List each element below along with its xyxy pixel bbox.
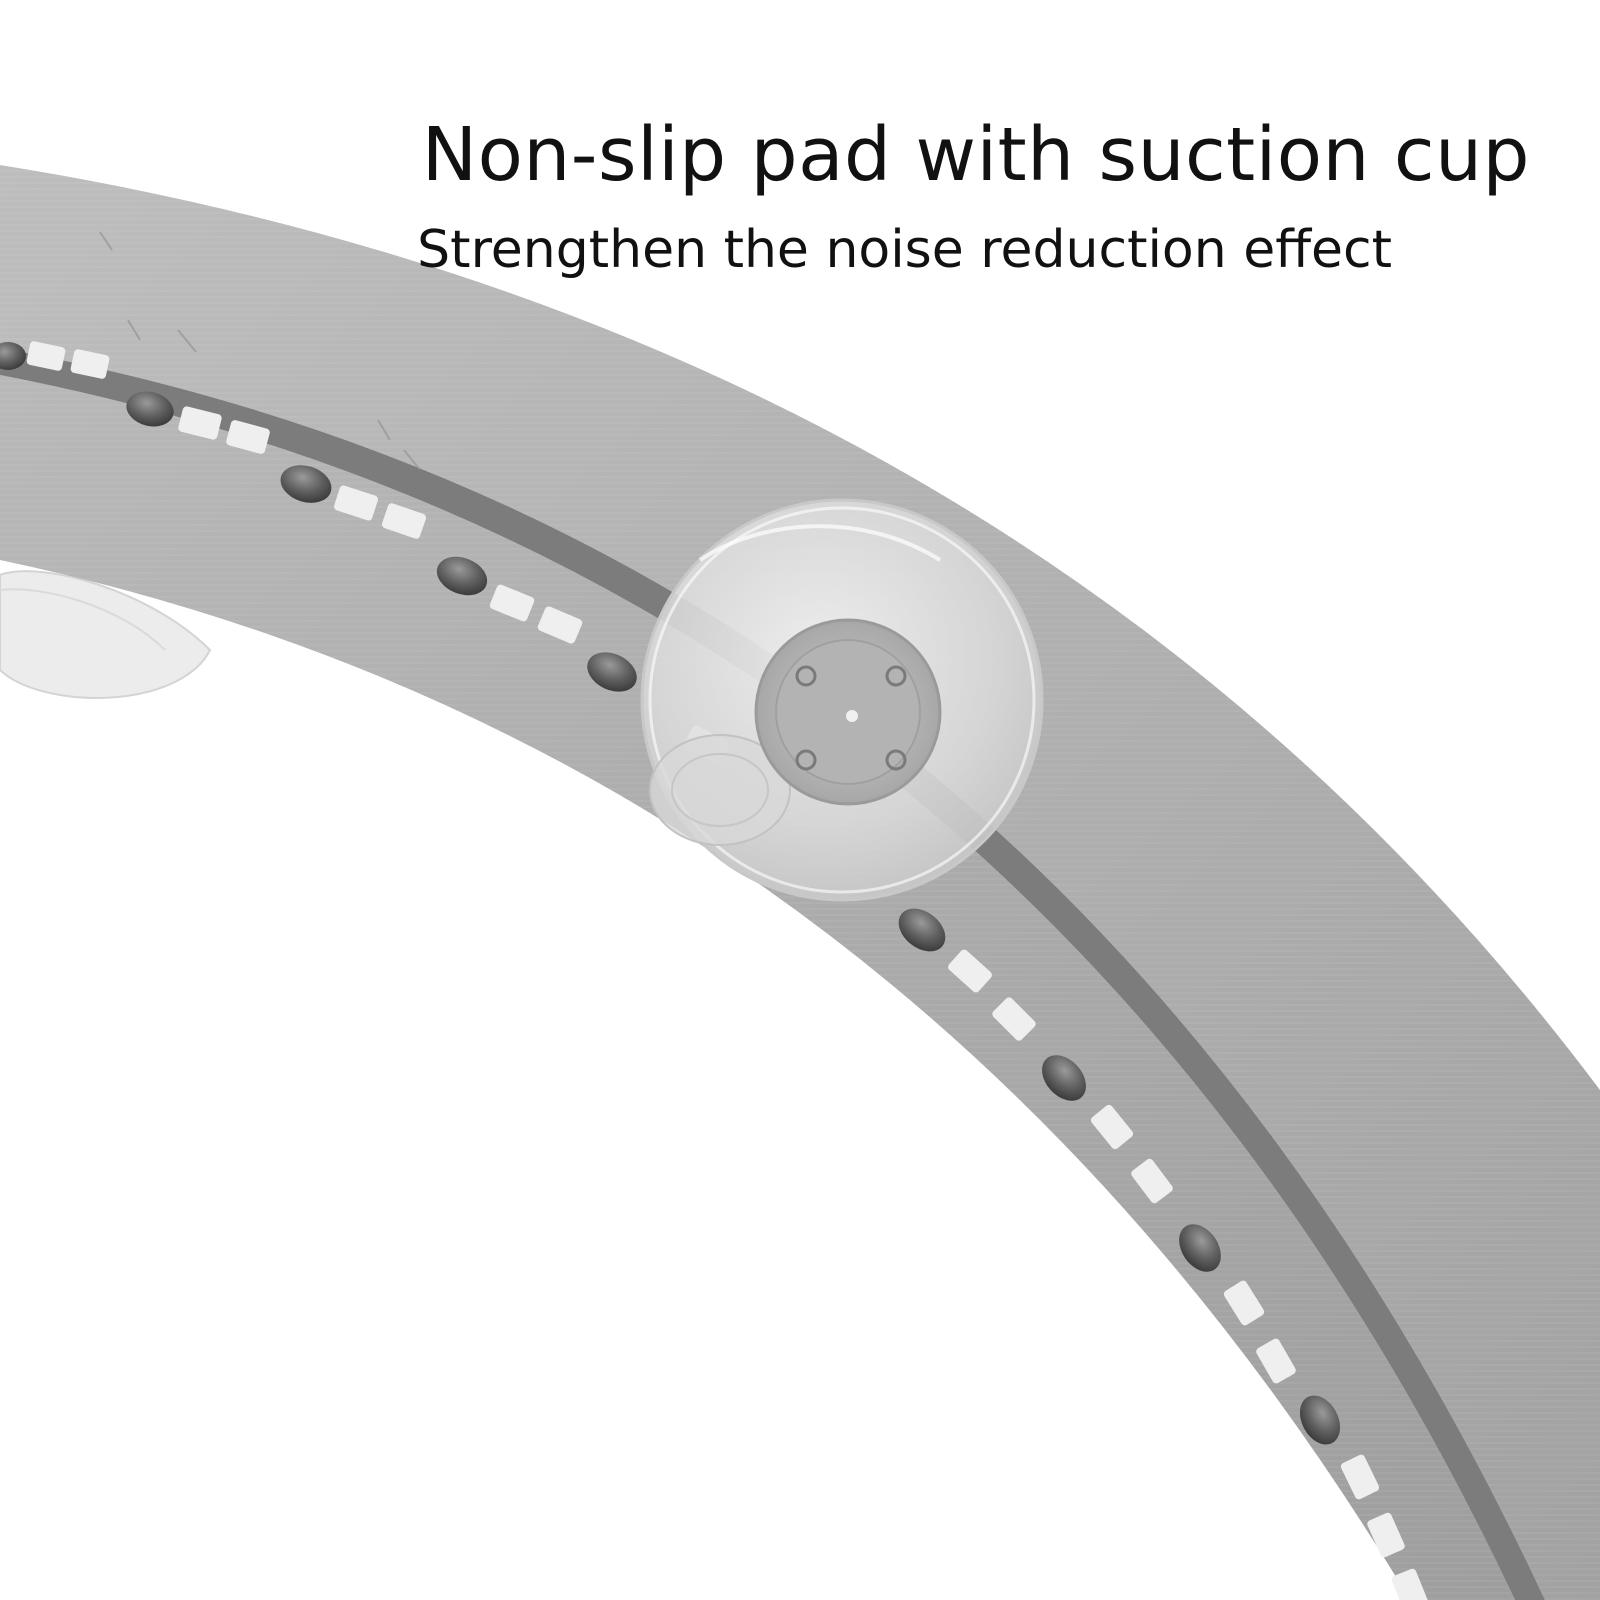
- ball-bearing: [280, 465, 332, 503]
- bearing-spacer: [226, 420, 270, 454]
- bearing-spacer: [26, 341, 66, 371]
- bearing-spacer: [1256, 1338, 1296, 1384]
- bearing-spacer: [1340, 1454, 1380, 1500]
- ball-bearing: [1042, 1055, 1086, 1101]
- bearing-spacer: [537, 606, 583, 644]
- suction-cup-foot: [0, 570, 212, 699]
- bearing-spacer: [1131, 1158, 1173, 1204]
- suction-cup-hub: [754, 618, 942, 806]
- subheadline: Strengthen the noise reduction effect: [417, 220, 1392, 280]
- bearing-spacer: [1391, 1568, 1429, 1600]
- ball-bearing: [587, 652, 637, 692]
- bearing-spacer: [178, 406, 222, 440]
- bearing-spacer: [992, 997, 1036, 1041]
- surface-scratches: [99, 231, 421, 471]
- bearing-spacer: [489, 584, 535, 622]
- bearing-spacer: [1223, 1280, 1265, 1326]
- ball-bearing: [1299, 1395, 1341, 1445]
- bearing-spacer: [1367, 1512, 1405, 1558]
- ball-bearing: [1179, 1224, 1221, 1272]
- ball-bearing: [436, 556, 488, 596]
- ball-bearing: [898, 908, 946, 952]
- suction-cup-pad: [640, 498, 1044, 902]
- headline: Non-slip pad with suction cup: [421, 112, 1530, 198]
- ball-bearings: [0, 341, 1429, 1600]
- bearing-spacer: [381, 503, 427, 539]
- ball-bearing: [0, 342, 26, 370]
- bearing-spacer: [70, 349, 110, 379]
- bearing-spacer: [1090, 1104, 1134, 1150]
- bearing-spacer: [948, 949, 992, 993]
- bearing-spacer: [334, 485, 378, 521]
- ball-bearing: [126, 391, 174, 427]
